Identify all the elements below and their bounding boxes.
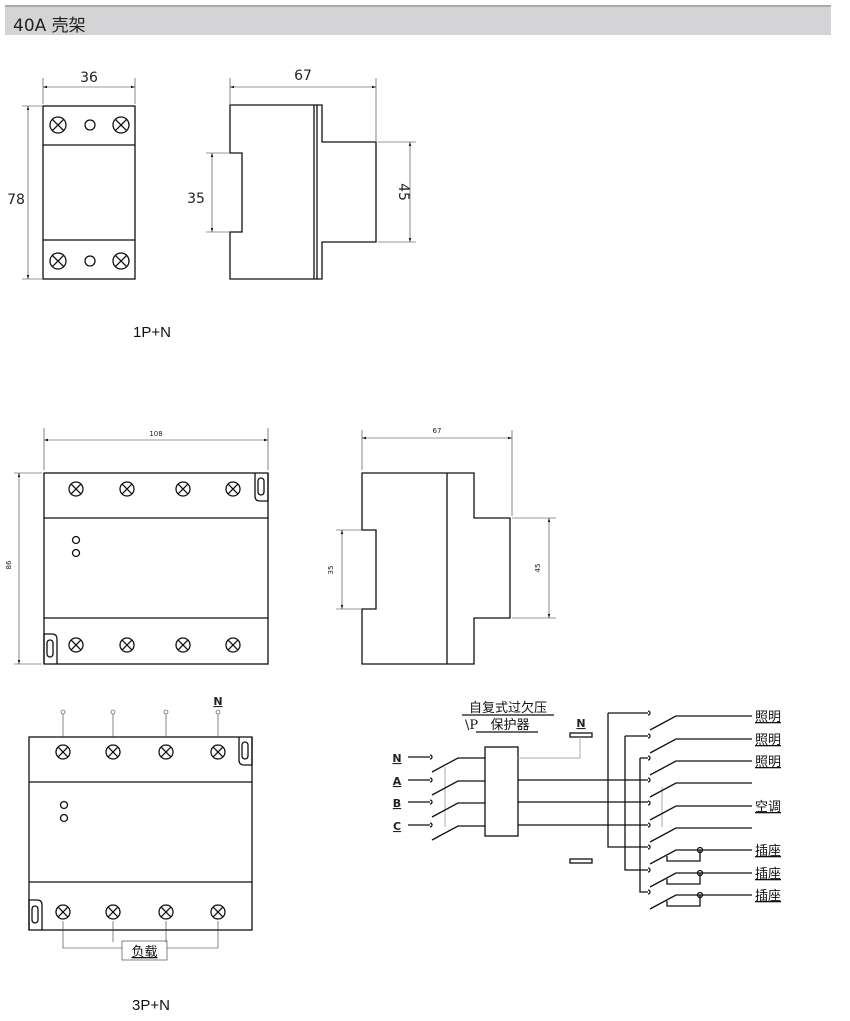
model-label-1p: 1P+N (133, 324, 171, 341)
input-switch (431, 780, 485, 796)
dim-height: 86 (5, 560, 13, 569)
3p-wiring-view: N 负载 (28, 695, 253, 961)
dim-rail: 35 (327, 566, 335, 575)
terminal-screw-icon (210, 904, 226, 920)
terminal-screw-icon (158, 744, 174, 760)
protector-subtitle: 保护器 (490, 718, 529, 733)
dim-front: 45 (395, 183, 411, 201)
terminal-screw-icon (68, 481, 84, 497)
section-title: 40A 壳架 (13, 16, 86, 36)
terminal-screw-icon (49, 116, 67, 134)
model-label-3p: 3P+N (132, 997, 170, 1014)
terminal-screw-icon (119, 637, 135, 653)
junction-dot (696, 891, 704, 899)
input-switch (431, 757, 485, 773)
input-switch (431, 802, 485, 818)
terminal-screw-icon (55, 904, 71, 920)
load-label: 负载 (131, 945, 157, 960)
terminal-screw-icon (225, 481, 241, 497)
junction-dot (696, 869, 704, 877)
3p-front-view: 108 86 (5, 428, 269, 665)
output-label-socket: 插座 (755, 867, 781, 882)
schematic-neutral-label: N (576, 717, 585, 730)
dim-depth: 67 (294, 68, 312, 84)
output-label-lighting: 照明 (755, 710, 781, 725)
terminal-screw-icon (112, 116, 130, 134)
dim-rail: 35 (187, 191, 205, 207)
terminal-screw-icon (105, 904, 121, 920)
protector-title-prefix: \P (465, 718, 478, 733)
phase-label-b: B (393, 797, 401, 810)
section-header: 40A 壳架 (5, 5, 831, 36)
dim-depth: 67 (433, 427, 442, 435)
output-label-socket: 插座 (755, 889, 781, 904)
terminal-screw-icon (175, 637, 191, 653)
phase-label-n: N (392, 752, 401, 765)
terminal-screw-icon (55, 744, 71, 760)
dim-height: 78 (7, 192, 25, 208)
output-label-lighting: 照明 (755, 733, 781, 748)
terminal-screw-icon (119, 481, 135, 497)
output-switch (649, 805, 752, 821)
output-switch (649, 872, 752, 888)
terminal-screw-icon (68, 637, 84, 653)
output-switch (649, 738, 752, 754)
terminal-screw-icon (49, 252, 67, 270)
indicator-hole-icon (84, 119, 96, 131)
terminal-screw-icon (112, 252, 130, 270)
dim-front: 45 (534, 564, 542, 573)
terminal-screw-icon (158, 904, 174, 920)
output-label-lighting: 照明 (755, 755, 781, 770)
terminal-screw-icon (175, 481, 191, 497)
phase-label-a: A (393, 775, 402, 788)
dim-width: 108 (149, 430, 162, 438)
terminal-screw-icon (210, 744, 226, 760)
output-switch (649, 760, 752, 776)
junction-dot (696, 846, 704, 854)
output-switch (649, 849, 752, 865)
3p-side-view: 67 35 45 (327, 427, 556, 665)
output-switch (649, 715, 752, 731)
phase-label-c: C (393, 820, 401, 833)
dim-width: 36 (80, 70, 98, 86)
output-switch (649, 782, 752, 798)
terminal-screw-icon (225, 637, 241, 653)
1p-front-view: 36 78 (7, 70, 136, 280)
neutral-label: N (213, 695, 222, 708)
1p-side-view: 67 35 45 (187, 68, 416, 280)
terminal-screw-icon (105, 744, 121, 760)
input-switch (431, 825, 485, 841)
output-switch (649, 894, 752, 910)
output-label-socket: 插座 (755, 844, 781, 859)
protector-title: 自复式过欠压 (469, 700, 547, 716)
indicator-hole-icon (84, 255, 96, 267)
output-switch (649, 827, 752, 843)
output-label-air-conditioner: 空调 (755, 800, 781, 815)
